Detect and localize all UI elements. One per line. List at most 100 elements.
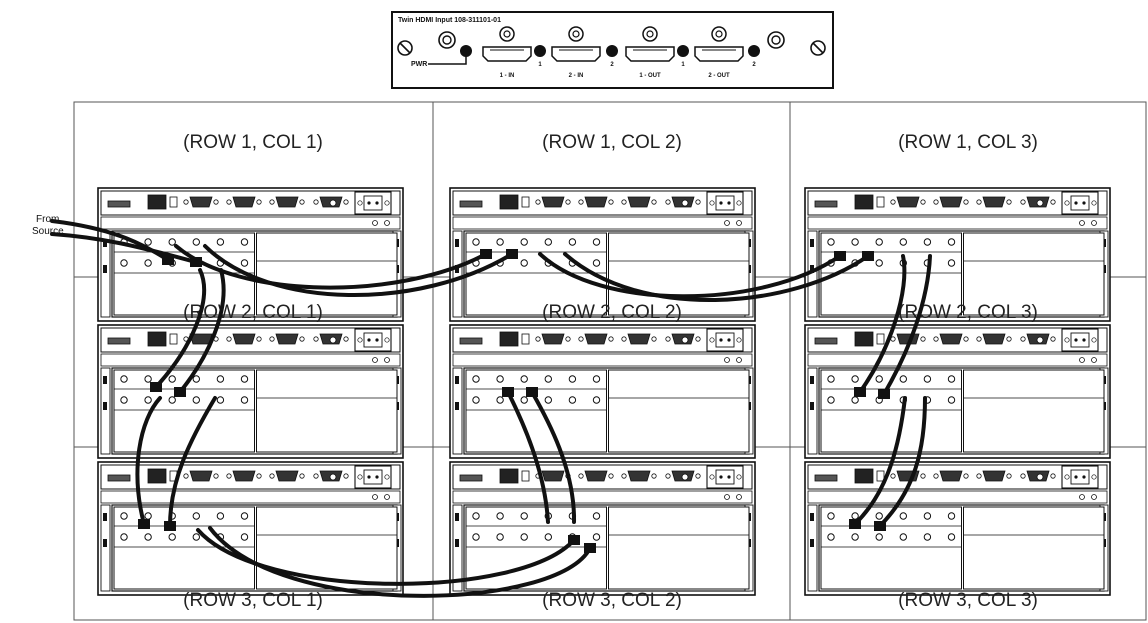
hdmi-plug-icon [506, 249, 518, 259]
hdmi-icon [551, 46, 601, 62]
display-unit [97, 187, 404, 322]
power-inlet-icon [706, 328, 744, 352]
ethernet-port-icon [499, 331, 519, 347]
serial-port-icon [933, 470, 969, 482]
ethernet-port-icon [147, 331, 167, 347]
port-label: 1 - OUT [639, 73, 661, 79]
hdmi-cable [174, 244, 488, 290]
cell-label: (ROW 1, COL 2) [542, 132, 682, 153]
cell-label: (ROW 3, COL 2) [542, 590, 682, 611]
display-unit [97, 461, 404, 596]
power-inlet-icon [354, 191, 392, 215]
serial-port-icon [535, 333, 571, 345]
hdmi-port-2-out: 2 - OUT 2 [694, 26, 760, 79]
hdmi-cable [154, 268, 206, 389]
ethernet-port-icon [499, 468, 519, 484]
led-icon [606, 45, 618, 57]
display-unit [804, 324, 1111, 459]
led-label: 2 [752, 62, 756, 68]
hdmi-plug-icon [150, 382, 162, 392]
cell-label: (ROW 2, COL 2) [542, 302, 682, 323]
power-inlet-icon [354, 465, 392, 489]
serial-port-icon [269, 196, 305, 208]
serial-port-icon [535, 196, 571, 208]
hdmi-cable [203, 244, 514, 298]
led-icon [534, 45, 546, 57]
serial-port-icon [269, 470, 305, 482]
serial-port-icon [183, 470, 219, 482]
serial-port-icon [578, 196, 614, 208]
port-label: 2 - OUT [708, 73, 730, 79]
power-inlet-icon [706, 465, 744, 489]
pwr-label: PWR [411, 61, 427, 68]
screw-icon [397, 40, 413, 56]
hdmi-cable [882, 254, 932, 396]
hdmi-port-1-in: 1 - IN 1 [482, 26, 546, 79]
hdmi-cable [168, 396, 217, 528]
led-icon [677, 45, 689, 57]
hdmi-plug-icon [862, 251, 874, 261]
hdmi-icon [482, 46, 532, 62]
display-unit [449, 324, 756, 459]
display-unit [449, 187, 756, 322]
twin-hdmi-input-panel: Twin HDMI Input 108-311101-01 PWR 1 [391, 11, 834, 89]
hdmi-cable [563, 252, 870, 303]
hdmi-plug-icon [874, 521, 886, 531]
serial-port-icon [890, 196, 926, 208]
display-unit [97, 324, 404, 459]
power-inlet-icon [706, 191, 744, 215]
hdmi-icon [694, 46, 744, 62]
power-inlet-icon [1061, 465, 1099, 489]
hdmi-plug-icon [854, 387, 866, 397]
hdmi-plug-icon [878, 389, 890, 399]
jack-icon [438, 31, 456, 49]
serial-port-icon [1020, 196, 1056, 208]
serial-port-icon [226, 333, 262, 345]
hdmi-plug-icon [849, 519, 861, 529]
serial-port-icon [976, 470, 1012, 482]
serial-port-icon [226, 196, 262, 208]
hdmi-port-2-in: 2 - IN 2 [551, 26, 618, 79]
hdmi-plug-icon [138, 519, 150, 529]
serial-port-icon [976, 333, 1012, 345]
hdmi-plug-icon [584, 543, 596, 553]
hdmi-cable [506, 390, 550, 524]
serial-port-icon [578, 470, 614, 482]
ethernet-port-icon [854, 468, 874, 484]
hdmi-plug-icon [568, 535, 580, 545]
cell-label: (ROW 2, COL 3) [898, 302, 1038, 323]
hdmi-cable [538, 252, 842, 299]
serial-port-icon [621, 470, 657, 482]
ethernet-port-icon [499, 194, 519, 210]
pwr-led-icon [460, 45, 472, 57]
ethernet-port-icon [147, 194, 167, 210]
hdmi-cable [50, 232, 198, 264]
hdmi-plug-icon [162, 255, 174, 265]
hdmi-plug-icon [174, 387, 186, 397]
hdmi-plug-icon [526, 387, 538, 397]
serial-port-icon [621, 333, 657, 345]
cell-label: (ROW 1, COL 3) [898, 132, 1038, 153]
led-label: 2 [610, 62, 614, 68]
power-inlet-icon [1061, 328, 1099, 352]
serial-port-icon [183, 196, 219, 208]
jack-icon [767, 31, 785, 49]
port-label: 2 - IN [569, 73, 584, 79]
led-icon [748, 45, 760, 57]
led-label: 1 [538, 62, 542, 68]
serial-port-icon [933, 196, 969, 208]
source-label: Source [32, 226, 64, 237]
led-label: 1 [681, 62, 685, 68]
hdmi-cable [178, 268, 226, 394]
cell-label: (ROW 1, COL 1) [183, 132, 323, 153]
hdmi-plug-icon [834, 251, 846, 261]
cell-label: (ROW 3, COL 1) [183, 590, 323, 611]
hdmi-plug-icon [480, 249, 492, 259]
hdmi-icon [625, 46, 675, 62]
hdmi-cable [196, 528, 576, 586]
hdmi-plug-icon [190, 257, 202, 267]
ethernet-port-icon [854, 194, 874, 210]
hdmi-cable [208, 526, 592, 598]
hdmi-cable [530, 390, 577, 524]
